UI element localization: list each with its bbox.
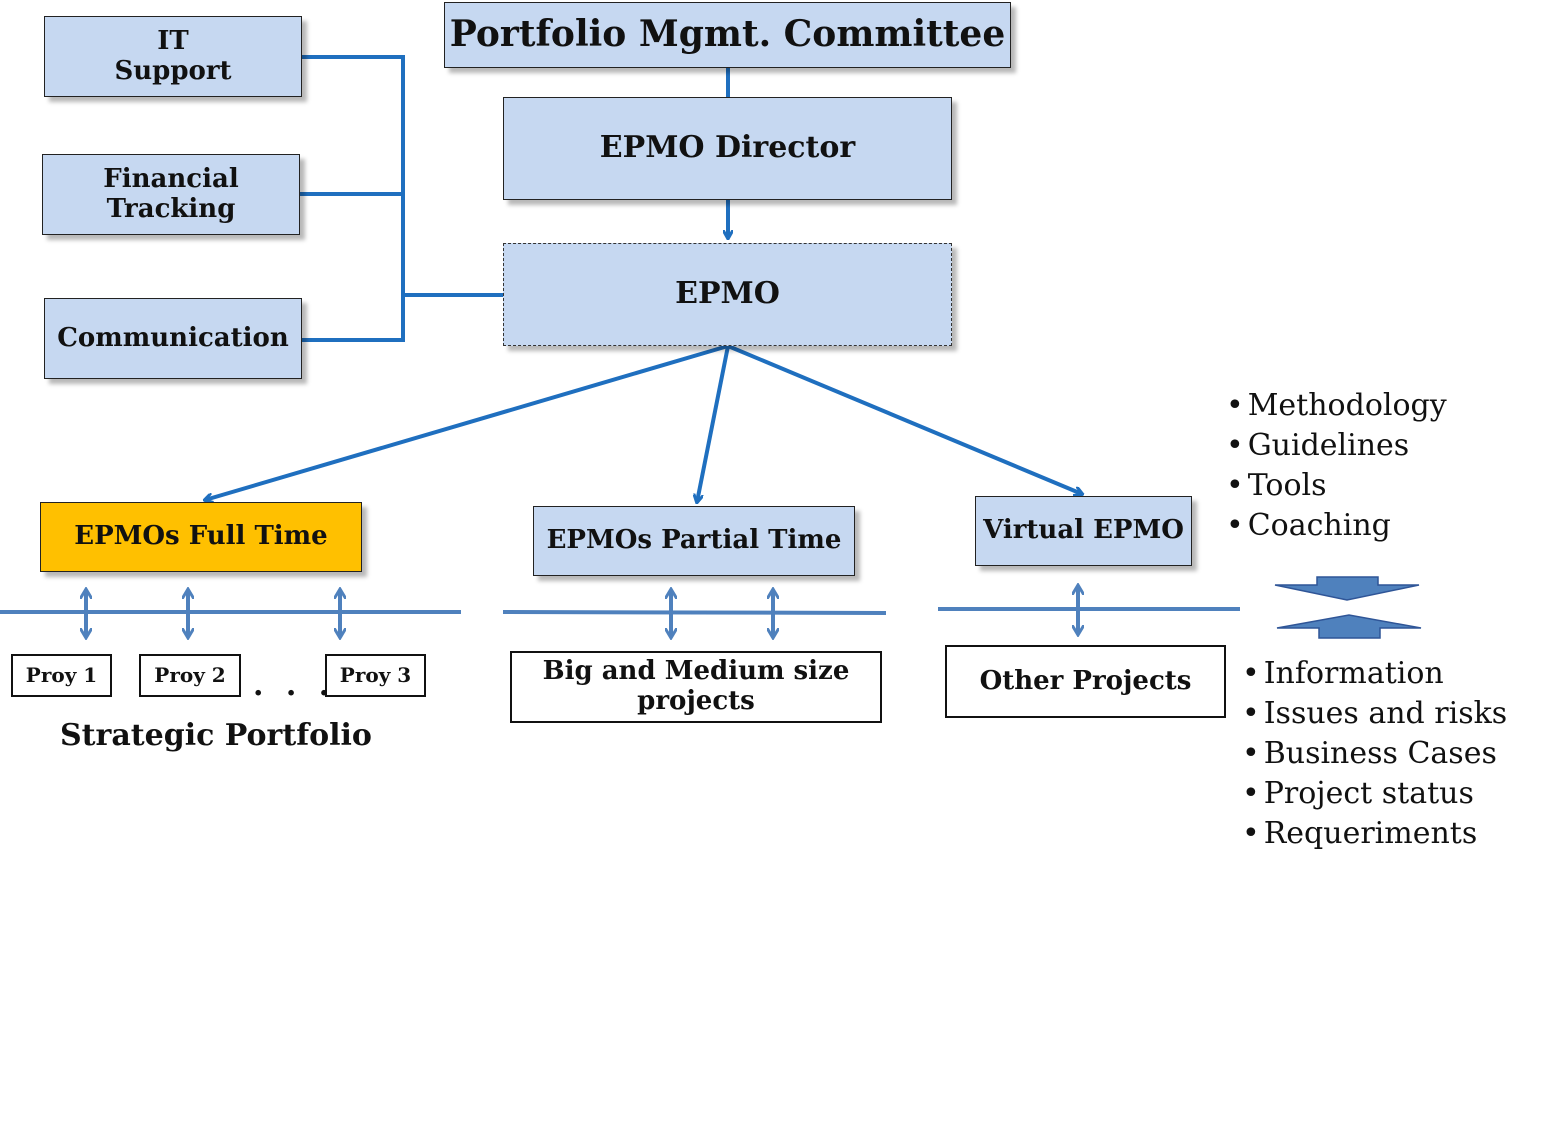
proy3-box: Proy 3 [325, 654, 426, 697]
communication-box: Communication [44, 298, 302, 379]
big-medium-projects-box: Big and Medium size projects [510, 651, 882, 723]
ellipsis: . . . [253, 668, 336, 703]
committee-label: Portfolio Mgmt. Committee [449, 13, 1006, 56]
virtual-epmo-box: Virtual EPMO [975, 496, 1192, 566]
up-block-arrow-icon [1276, 614, 1422, 639]
other-projects-box: Other Projects [945, 645, 1226, 718]
epmos-full-time-box: EPMOs Full Time [40, 502, 362, 572]
it-support-label: IT Support [114, 25, 232, 86]
it-support-box: IT Support [44, 16, 302, 97]
services-up-list: Information Issues and risks Business Ca… [1242, 654, 1508, 854]
service-item: Coaching [1226, 506, 1447, 546]
proy2-box: Proy 2 [139, 654, 241, 697]
service-item: Business Cases [1242, 734, 1507, 774]
service-item: Requeriments [1242, 814, 1507, 854]
epmo-director-box: EPMO Director [503, 97, 952, 200]
epmos-partial-time-label: EPMOs Partial Time [546, 525, 842, 556]
financial-tracking-box: Financial Tracking [42, 154, 300, 235]
proy2-label: Proy 2 [154, 663, 226, 687]
proy3-label: Proy 3 [339, 663, 412, 687]
epmo-director-label: EPMO Director [599, 130, 856, 166]
service-item: Information [1242, 654, 1507, 694]
down-block-arrow-icon [1274, 576, 1420, 601]
epmo-fulltime-arrow [205, 344, 729, 500]
service-item: Issues and risks [1242, 694, 1508, 734]
epmo-label: EPMO [675, 276, 780, 312]
proy1-box: Proy 1 [11, 654, 112, 697]
big-medium-projects-label: Big and Medium size projects [542, 656, 850, 716]
services-down-list: Methodology Guidelines Tools Coaching [1226, 386, 1447, 546]
virtual-epmo-label: Virtual EPMO [983, 515, 1184, 546]
epmo-virtual-arrow [727, 344, 1082, 494]
committee-box: Portfolio Mgmt. Committee [444, 2, 1011, 68]
service-item: Project status [1242, 774, 1507, 814]
partialtime-tier-line [502, 610, 887, 615]
epmos-partial-time-box: EPMOs Partial Time [533, 506, 855, 576]
service-item: Methodology [1226, 386, 1447, 426]
proy1-label: Proy 1 [25, 663, 98, 687]
strategic-portfolio-caption: Strategic Portfolio [60, 718, 372, 753]
epmo-box: EPMO [503, 243, 952, 346]
support-bracket-connector [300, 55, 503, 342]
epmo-partialtime-arrow [697, 345, 730, 502]
epmos-full-time-label: EPMOs Full Time [74, 521, 328, 552]
service-item: Tools [1226, 466, 1447, 506]
communication-label: Communication [57, 322, 289, 353]
service-item: Guidelines [1226, 426, 1447, 466]
financial-tracking-label: Financial Tracking [103, 163, 239, 224]
other-projects-label: Other Projects [979, 665, 1192, 696]
